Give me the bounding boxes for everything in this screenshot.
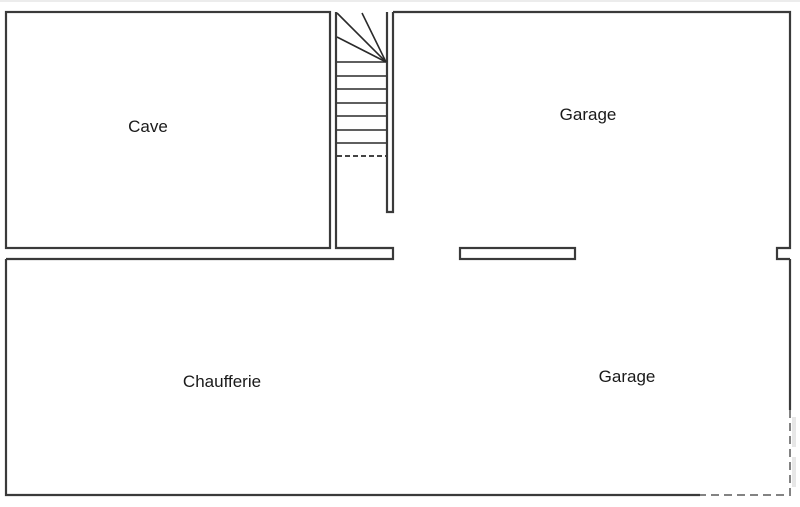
room-label-chaufferie: Chaufferie bbox=[182, 372, 262, 391]
room-label-garage-bottom: Garage bbox=[598, 367, 656, 386]
top-border bbox=[0, 0, 800, 2]
stair-right-partition bbox=[385, 12, 395, 214]
stair-winder-line bbox=[336, 36, 387, 63]
garage-top-walls bbox=[393, 10, 792, 261]
garage-partition-segment bbox=[458, 246, 577, 261]
stair-enclosure-wall bbox=[6, 12, 395, 261]
cave-walls bbox=[4, 10, 332, 250]
stair-winder-line bbox=[361, 12, 387, 63]
stair-winder-line bbox=[336, 12, 387, 63]
room-label-cave: Cave bbox=[128, 117, 168, 136]
room-label-garage-top: Garage bbox=[559, 105, 617, 124]
watermark bbox=[730, 397, 800, 507]
watermark-stroke bbox=[792, 417, 796, 447]
watermark-stroke bbox=[792, 457, 796, 487]
staircase bbox=[336, 12, 387, 144]
lower-right-wall-faded bbox=[700, 410, 791, 496]
lower-outer-walls bbox=[4, 259, 700, 497]
